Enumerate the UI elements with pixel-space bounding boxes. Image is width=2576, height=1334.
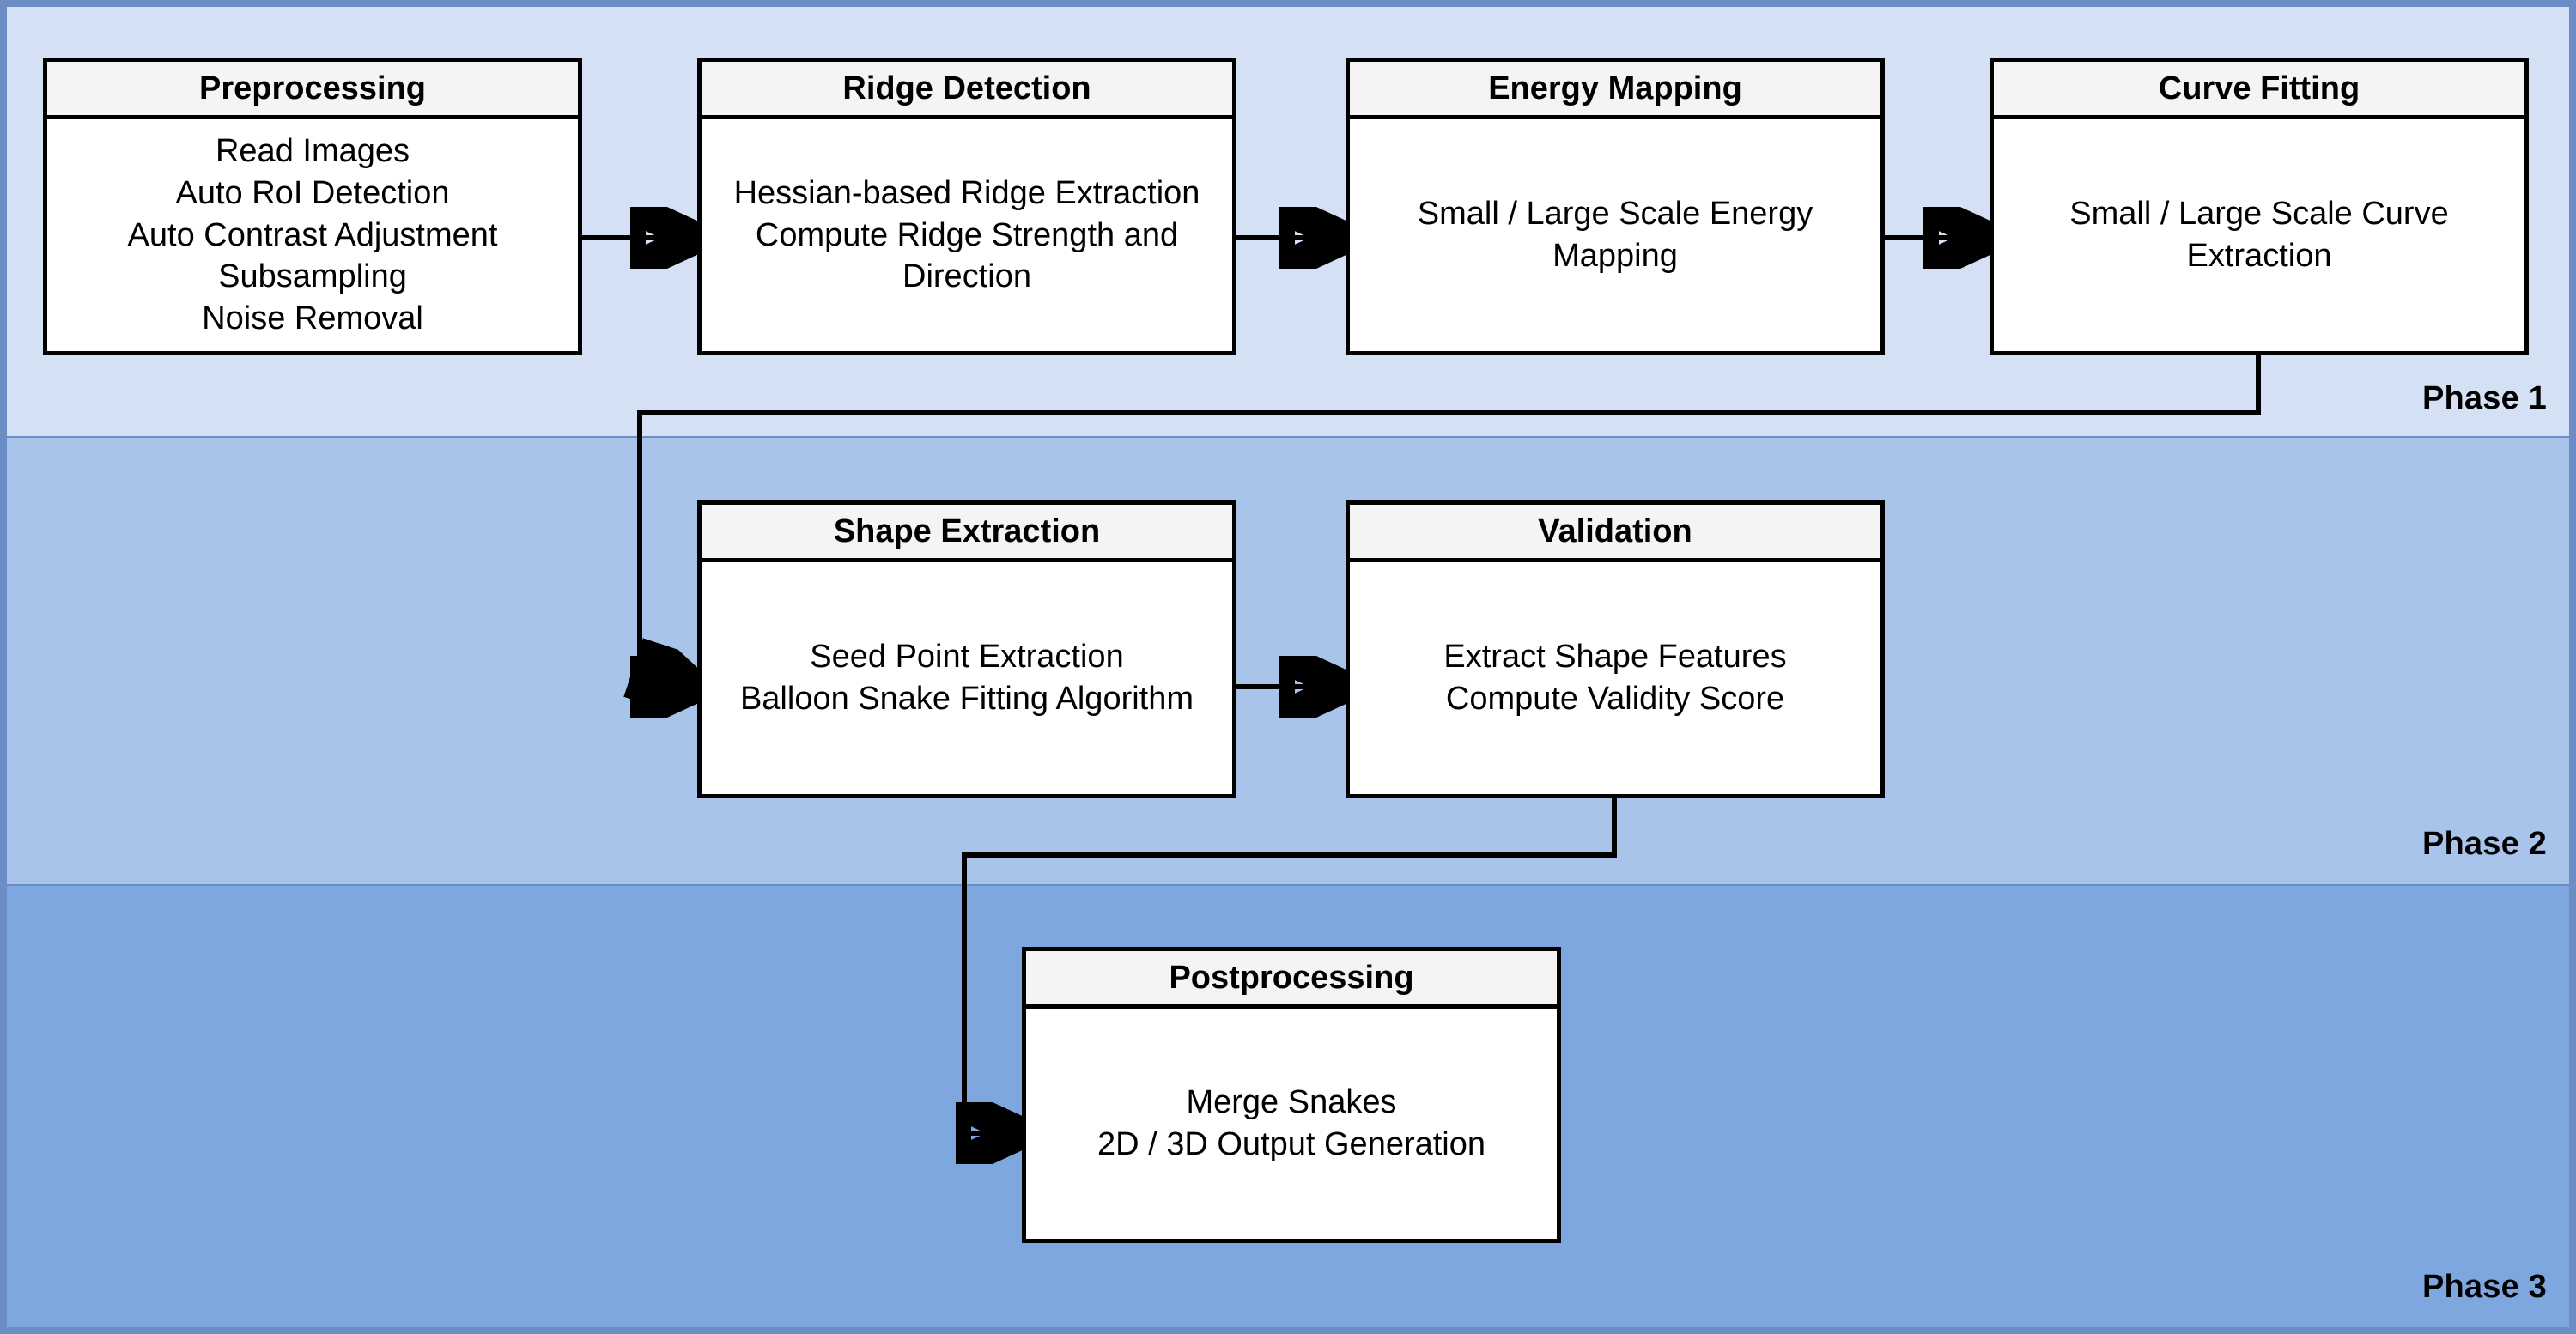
node-validation-title: Validation xyxy=(1350,505,1880,562)
node-shape-extraction-title: Shape Extraction xyxy=(702,505,1232,562)
node-energy-mapping[interactable]: Energy Mapping Small / Large Scale Energ… xyxy=(1346,58,1885,355)
node-validation-body: Extract Shape Features Compute Validity … xyxy=(1443,639,1787,717)
phase-label-3: Phase 3 xyxy=(2421,1269,2547,1305)
phase-label-1: Phase 1 xyxy=(2421,380,2547,416)
node-validation[interactable]: Validation Extract Shape Features Comput… xyxy=(1346,500,1885,798)
phase-label-2: Phase 2 xyxy=(2421,826,2547,862)
node-shape-extraction-body: Seed Point Extraction Balloon Snake Fitt… xyxy=(739,639,1194,717)
node-ridge-detection[interactable]: Ridge Detection Hessian-based Ridge Extr… xyxy=(697,58,1236,355)
phase-band-2 xyxy=(7,438,2569,884)
node-postprocessing-title: Postprocessing xyxy=(1026,951,1557,1009)
node-preprocessing-title: Preprocessing xyxy=(47,62,578,119)
node-curve-fitting-title: Curve Fitting xyxy=(1994,62,2524,119)
node-postprocessing-body: Merge Snakes 2D / 3D Output Generation xyxy=(1097,1084,1486,1162)
node-curve-fitting-body: Small / Large Scale Curve Extraction xyxy=(2069,196,2449,274)
node-shape-extraction[interactable]: Shape Extraction Seed Point Extraction B… xyxy=(697,500,1236,798)
node-preprocessing[interactable]: Preprocessing Read Images Auto RoI Detec… xyxy=(43,58,582,355)
node-curve-fitting[interactable]: Curve Fitting Small / Large Scale Curve … xyxy=(1990,58,2529,355)
node-preprocessing-body: Read Images Auto RoI Detection Auto Cont… xyxy=(127,133,498,337)
node-postprocessing[interactable]: Postprocessing Merge Snakes 2D / 3D Outp… xyxy=(1022,947,1561,1243)
node-ridge-detection-body: Hessian-based Ridge Extraction Compute R… xyxy=(733,175,1200,295)
node-energy-mapping-title: Energy Mapping xyxy=(1350,62,1880,119)
node-ridge-detection-title: Ridge Detection xyxy=(702,62,1232,119)
node-energy-mapping-body: Small / Large Scale Energy Mapping xyxy=(1417,196,1814,274)
